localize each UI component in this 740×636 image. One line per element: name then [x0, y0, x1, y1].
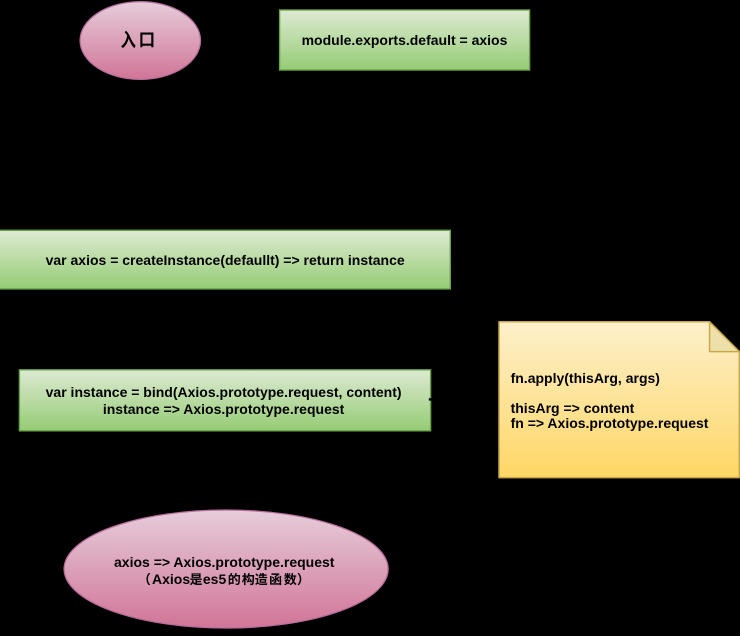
svg-text:var instance = bind(Axios.prot: var instance = bind(Axios.prototype.requ… [46, 384, 402, 400]
svg-text:module.exports.default = axios: module.exports.default = axios [302, 32, 508, 48]
svg-text:es5: es5 [203, 571, 227, 587]
svg-text:var axios = createInstance(def: var axios = createInstance(defaullt) => … [46, 252, 405, 268]
svg-text:axios => Axios.prototype.reque: axios => Axios.prototype.request [114, 554, 335, 570]
svg-text:Axios: Axios [152, 571, 190, 587]
svg-text:fn.apply(thisArg, args): fn.apply(thisArg, args) [511, 370, 660, 386]
svg-text:thisArg => content: thisArg => content [511, 400, 635, 416]
svg-text:instance => Axios.prototype.re: instance => Axios.prototype.request [103, 401, 345, 417]
svg-text:fn => Axios.prototype.request: fn => Axios.prototype.request [511, 415, 709, 431]
